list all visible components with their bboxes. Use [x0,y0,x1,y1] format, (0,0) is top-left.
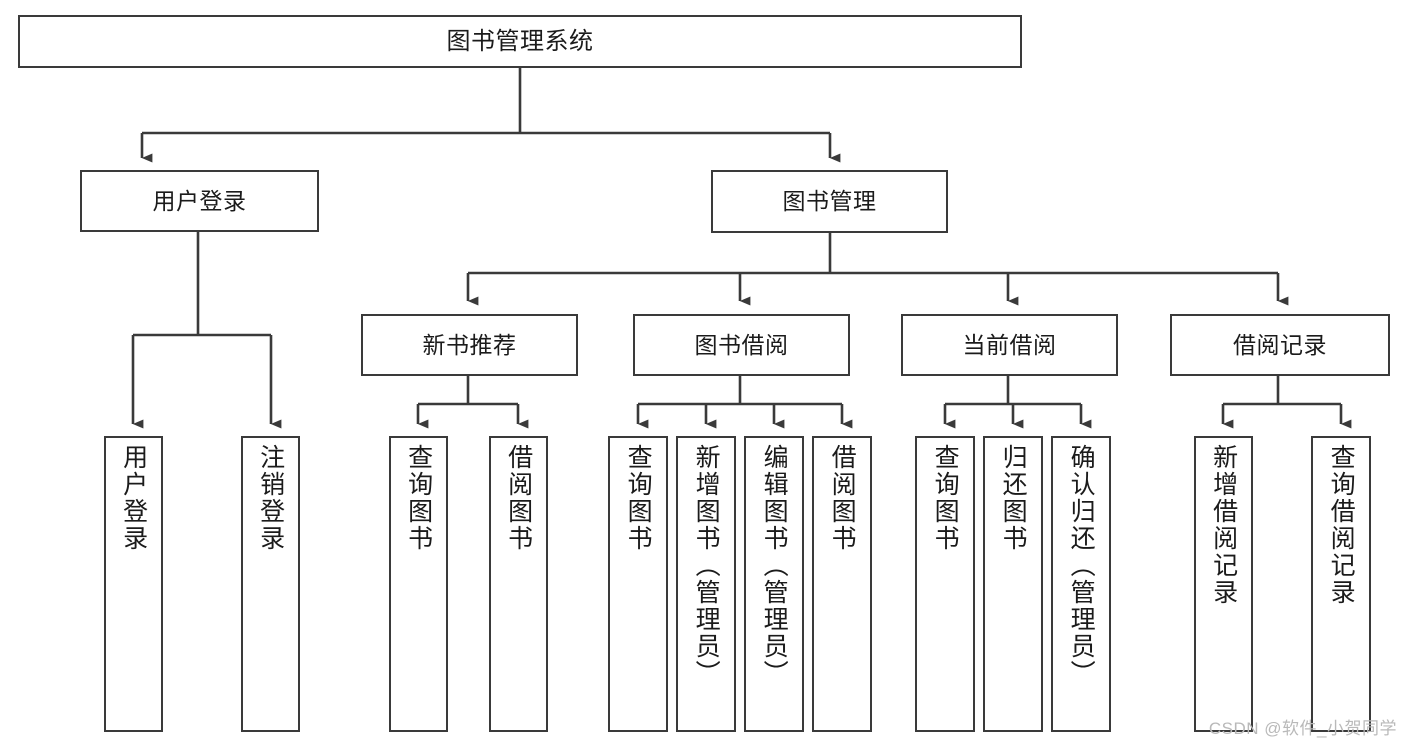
node-leaf-query-book-3-label: 查询图书 [931,444,960,552]
node-leaf-return-book-label: 归还图书 [999,444,1028,552]
node-leaf-query-book-2[interactable]: 查询图书 [608,436,668,732]
node-leaf-borrow-book-2-label: 借阅图书 [828,444,857,552]
node-root-label: 图书管理系统 [446,27,594,55]
node-user-login-label: 用户登录 [152,187,247,214]
node-leaf-add-record-label: 新增借阅记录 [1209,444,1238,606]
node-leaf-borrow-book-1-label: 借阅图书 [504,444,533,552]
node-book-borrow-label: 图书借阅 [694,331,789,358]
node-leaf-user-login-label: 用户登录 [119,444,148,552]
node-book-manage[interactable]: 图书管理 [711,170,948,233]
node-new-book-recommend-label: 新书推荐 [422,331,517,358]
node-new-book-recommend[interactable]: 新书推荐 [361,314,578,376]
node-leaf-add-record[interactable]: 新增借阅记录 [1194,436,1253,732]
node-root[interactable]: 图书管理系统 [18,15,1022,68]
node-leaf-add-book[interactable]: 新增图书（管理员） [676,436,736,732]
node-leaf-edit-book[interactable]: 编辑图书（管理员） [744,436,804,732]
node-book-borrow[interactable]: 图书借阅 [633,314,850,376]
node-leaf-logout-label: 注销登录 [256,444,285,552]
csdn-watermark: CSDN @软件_小贺同学 [1208,719,1397,738]
node-leaf-edit-book-label: 编辑图书（管理员） [760,444,789,687]
node-book-manage-label: 图书管理 [782,188,877,215]
node-leaf-borrow-book-1[interactable]: 借阅图书 [489,436,548,732]
node-leaf-borrow-book-2[interactable]: 借阅图书 [812,436,872,732]
node-leaf-query-record[interactable]: 查询借阅记录 [1311,436,1371,732]
node-borrow-record[interactable]: 借阅记录 [1170,314,1390,376]
node-leaf-confirm-return[interactable]: 确认归还（管理员） [1051,436,1111,732]
node-borrow-record-label: 借阅记录 [1233,331,1327,358]
node-leaf-query-book-2-label: 查询图书 [624,444,653,552]
node-leaf-return-book[interactable]: 归还图书 [983,436,1043,732]
node-user-login[interactable]: 用户登录 [80,170,319,232]
node-leaf-query-record-label: 查询借阅记录 [1327,444,1356,606]
node-leaf-query-book-1[interactable]: 查询图书 [389,436,448,732]
node-leaf-query-book-1-label: 查询图书 [404,444,433,552]
node-current-borrow-label: 当前借阅 [962,331,1057,358]
node-leaf-add-book-label: 新增图书（管理员） [692,444,721,687]
node-leaf-confirm-return-label: 确认归还（管理员） [1067,444,1096,687]
node-leaf-query-book-3[interactable]: 查询图书 [915,436,975,732]
node-current-borrow[interactable]: 当前借阅 [901,314,1118,376]
node-leaf-logout[interactable]: 注销登录 [241,436,300,732]
node-leaf-user-login[interactable]: 用户登录 [104,436,163,732]
